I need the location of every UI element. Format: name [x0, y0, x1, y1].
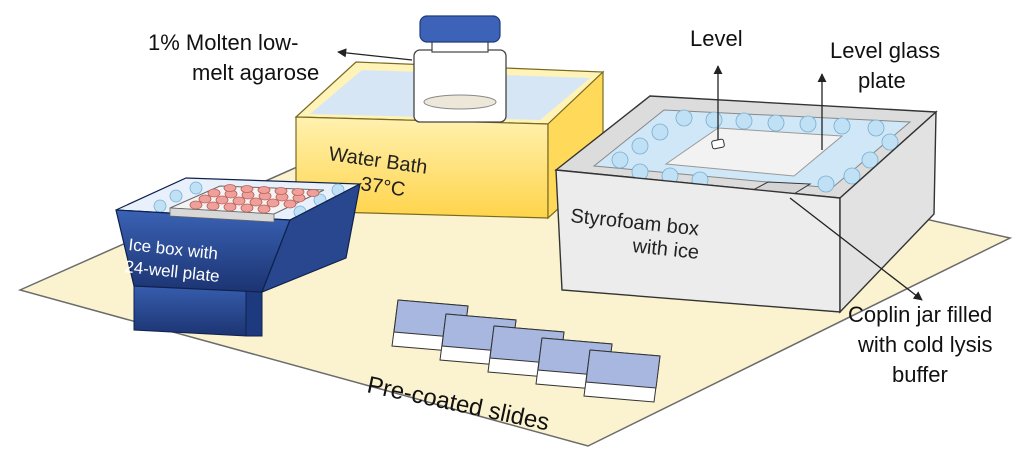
coplin-label-1: Coplin jar filled: [848, 302, 992, 327]
bottle-body: [413, 49, 507, 123]
bottle-icon: [413, 15, 507, 123]
styrofoam-side: [839, 110, 937, 314]
slides: [391, 299, 661, 403]
well-plate-edge: [169, 207, 275, 223]
bottle-cap: [419, 15, 501, 43]
ice-box: Ice box with 24-well plate: [115, 177, 363, 337]
well-plate-icon: [169, 184, 325, 223]
level-icon: [711, 138, 725, 150]
glass-plate-label-2: plate: [858, 68, 906, 93]
agarose-liquid: [423, 94, 497, 110]
agarose-label-1: 1% Molten low-: [148, 30, 298, 55]
glass-plate-label-1: Level glass: [830, 38, 940, 63]
wells: [189, 184, 320, 214]
level-label: Level: [690, 26, 743, 51]
coplin-arrow: [789, 197, 923, 301]
styrofoam-box: Styrofoam box with ice: [554, 95, 938, 314]
glass-plate: [664, 127, 844, 177]
agarose-arrow: [337, 48, 413, 61]
slide-icon: [583, 349, 661, 403]
ice-box-side: [260, 182, 361, 294]
ice-cubes-icon: [611, 109, 899, 193]
agarose-label-2: melt agarose: [192, 60, 319, 85]
coplin-label-2: with cold lysis: [857, 332, 992, 357]
coplin-label-3: buffer: [892, 362, 948, 387]
